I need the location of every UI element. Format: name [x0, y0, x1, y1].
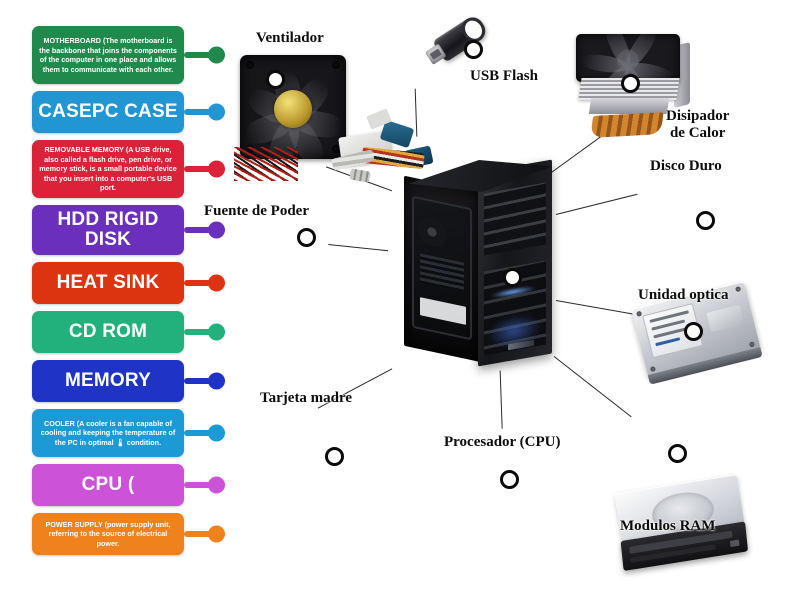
label-chip-cpu[interactable]: CPU ( [32, 464, 184, 506]
label-connector-removable-memory [184, 160, 225, 178]
label-connector-cooler [184, 424, 225, 442]
label-chip-memory[interactable]: MEMORY [32, 360, 184, 402]
label-connector-cd-rom [184, 323, 225, 341]
part-label-unidad-optica: Unidad optica [638, 287, 729, 303]
hotspot-fuente-de-poder[interactable] [297, 228, 316, 247]
leader-line-unidad [555, 300, 633, 315]
label-text-cooler: COOLER (A cooler is a fan capable of coo… [40, 418, 176, 447]
label-connector-cpu [184, 476, 225, 494]
leader-line-procesador [499, 370, 503, 429]
label-chip-hdd-rigid-disk[interactable]: HDD RIGID DISK [32, 205, 184, 255]
part-label-disipador: Disipador de Calor [666, 108, 730, 141]
part-label-tarjeta-madre: Tarjeta madre [260, 390, 353, 406]
leader-line-disco-duro [555, 193, 638, 216]
label-text-motherboard: MOTHERBOARD (The motherboard is the back… [39, 36, 177, 74]
label-chip-cd-rom[interactable]: CD ROM [32, 311, 184, 353]
label-text-heat-sink: HEAT SINK [56, 272, 160, 294]
label-text-hdd-rigid-disk: HDD RIGID DISK [57, 209, 159, 250]
hotspot-modulos-ram[interactable] [668, 444, 687, 463]
label-connector-power-supply [184, 525, 225, 543]
hotspot-ventilador[interactable] [266, 70, 285, 89]
leader-line-fuente [328, 243, 389, 252]
label-connector-memory [184, 372, 225, 390]
label-connector-heat-sink [184, 274, 225, 292]
label-chip-motherboard[interactable]: MOTHERBOARD (The motherboard is the back… [32, 26, 184, 84]
part-label-ventilador: Ventilador [256, 30, 324, 46]
label-item-hdd-rigid-disk[interactable]: HDD RIGID DISK [32, 205, 225, 255]
hotspot-tarjeta-madre[interactable] [325, 447, 344, 466]
label-chip-heat-sink[interactable]: HEAT SINK [32, 262, 184, 304]
label-item-casepc-case[interactable]: CASEPC CASE [32, 91, 225, 133]
leader-line-ram [553, 356, 632, 418]
label-item-cooler[interactable]: COOLER (A cooler is a fan capable of coo… [32, 409, 225, 457]
label-connector-hdd-rigid-disk [184, 221, 225, 239]
label-chip-power-supply[interactable]: POWER SUPPLY (power supply unit, referri… [32, 513, 184, 555]
label-item-motherboard[interactable]: MOTHERBOARD (The motherboard is the back… [32, 26, 225, 84]
hotspot-pc-case[interactable] [503, 268, 522, 287]
part-label-fuente-de-poder: Fuente de Poder [204, 203, 309, 219]
hotspot-usb-flash[interactable] [464, 40, 483, 59]
part-label-modulos-ram: Modulos RAM [620, 518, 716, 534]
label-text-casepc-case: CASEPC CASE [38, 101, 178, 123]
part-label-disco-duro: Disco Duro [650, 158, 722, 174]
label-text-power-supply: POWER SUPPLY (power supply unit, referri… [45, 519, 171, 548]
label-chip-casepc-case[interactable]: CASEPC CASE [32, 91, 184, 133]
label-item-cd-rom[interactable]: CD ROM [32, 311, 225, 353]
label-text-memory: MEMORY [65, 370, 151, 392]
label-item-power-supply[interactable]: POWER SUPPLY (power supply unit, referri… [32, 513, 225, 555]
fan-illustration [234, 55, 346, 181]
label-list: MOTHERBOARD (The motherboard is the back… [32, 26, 225, 562]
label-item-memory[interactable]: MEMORY [32, 360, 225, 402]
label-item-removable-memory[interactable]: REMOVABLE MEMORY (A USB drive, also call… [32, 140, 225, 198]
label-connector-motherboard [184, 46, 225, 64]
part-label-procesador: Procesador (CPU) [444, 434, 561, 450]
hotspot-disco-duro[interactable] [696, 211, 715, 230]
label-text-removable-memory: REMOVABLE MEMORY (A USB drive, also call… [39, 145, 177, 193]
part-label-usb-flash: USB Flash [470, 68, 538, 84]
label-chip-cooler[interactable]: COOLER (A cooler is a fan capable of coo… [32, 409, 184, 457]
label-item-cpu[interactable]: CPU ( [32, 464, 225, 506]
label-item-heat-sink[interactable]: HEAT SINK [32, 262, 225, 304]
pc-case-illustration [404, 159, 556, 368]
hotspot-disipador[interactable] [621, 74, 640, 93]
hotspot-procesador[interactable] [500, 470, 519, 489]
cables-illustration [322, 108, 472, 188]
label-chip-removable-memory[interactable]: REMOVABLE MEMORY (A USB drive, also call… [32, 140, 184, 198]
label-connector-casepc-case [184, 103, 225, 121]
label-text-cd-rom: CD ROM [68, 321, 148, 343]
label-text-cpu: CPU ( [81, 474, 135, 496]
hotspot-unidad-optica[interactable] [684, 322, 703, 341]
